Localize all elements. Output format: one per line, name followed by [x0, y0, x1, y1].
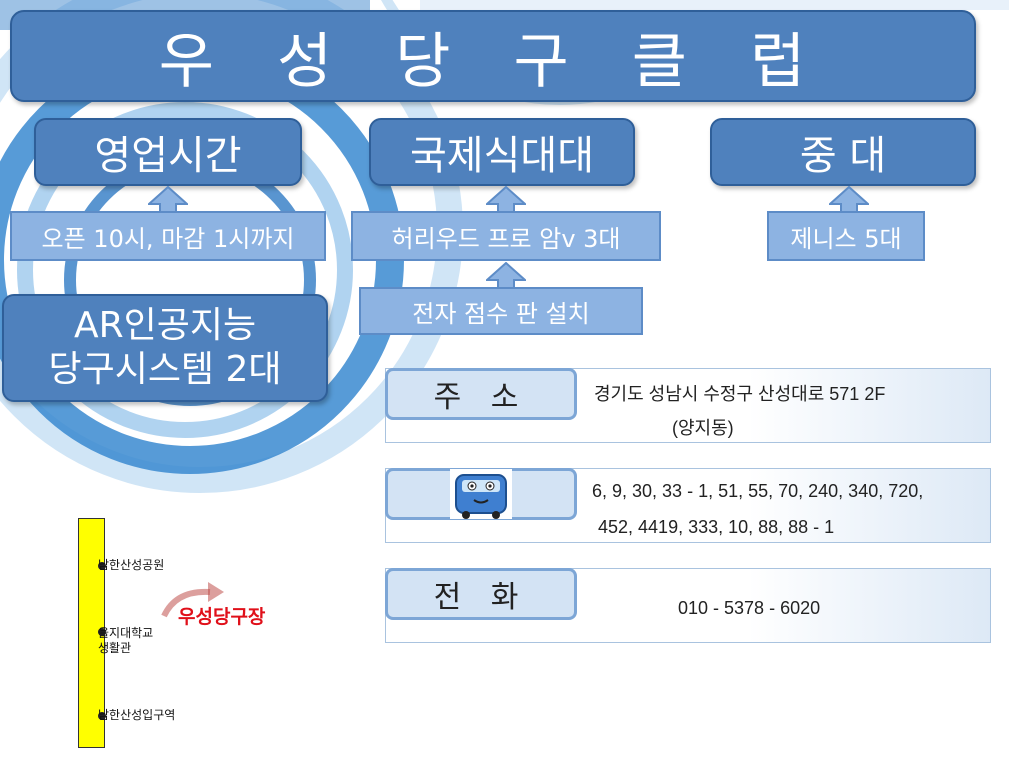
mid-table-heading: 중 대: [710, 118, 976, 186]
address-line2: (양지동): [672, 418, 734, 438]
map-stop-dot: [98, 562, 106, 570]
up-arrow-icon: [486, 262, 526, 288]
ai-system-box: AR인공지능 당구시스템 2대: [2, 294, 328, 402]
ai-system-line1: AR인공지능: [73, 305, 257, 346]
address-label: 주 소: [385, 368, 577, 420]
phone-label: 전 화: [385, 568, 577, 620]
bus-label: [385, 468, 577, 520]
map-stop-bottom: 남한산성입구역: [98, 708, 176, 722]
up-arrow-icon: [148, 186, 188, 212]
intl-table-heading: 국제식대대: [369, 118, 635, 186]
bus-routes-line2: 452, 4419, 333, 10, 88, 88 - 1: [598, 517, 835, 537]
address-line1: 경기도 성남시 수정구 산성대로 571 2F: [594, 384, 886, 404]
up-arrow-icon: [486, 186, 526, 212]
bus-icon: [450, 469, 512, 519]
scoreboard-detail: 전자 점수 판 설치: [359, 287, 643, 335]
hours-detail: 오픈 10시, 마감 1시까지: [10, 211, 326, 261]
up-arrow-icon: [829, 186, 869, 212]
map-stop-mid-line2: 생활관: [98, 641, 132, 655]
bus-routes-line1: 6, 9, 30, 33 - 1, 51, 55, 70, 240, 340, …: [592, 481, 924, 501]
curved-arrow-icon: [161, 582, 224, 618]
mid-table-detail: 제니스 5대: [767, 211, 925, 261]
map-stop-top: 남한산성공원: [98, 558, 165, 572]
intl-table-detail: 허리우드 프로 암v 3대: [351, 211, 661, 261]
phone-number: 010 - 5378 - 6020: [678, 598, 821, 618]
hours-heading: 영업시간: [34, 118, 302, 186]
page-title: 우 성 당 구 클 럽: [10, 10, 976, 102]
map-stop-mid-line1: 을지대학교: [98, 626, 154, 640]
ai-system-line2: 당구시스템 2대: [48, 349, 282, 390]
map-stop-dot: [98, 712, 106, 720]
map-destination: 우성당구장: [178, 606, 266, 628]
map-stop-dot: [98, 628, 106, 636]
